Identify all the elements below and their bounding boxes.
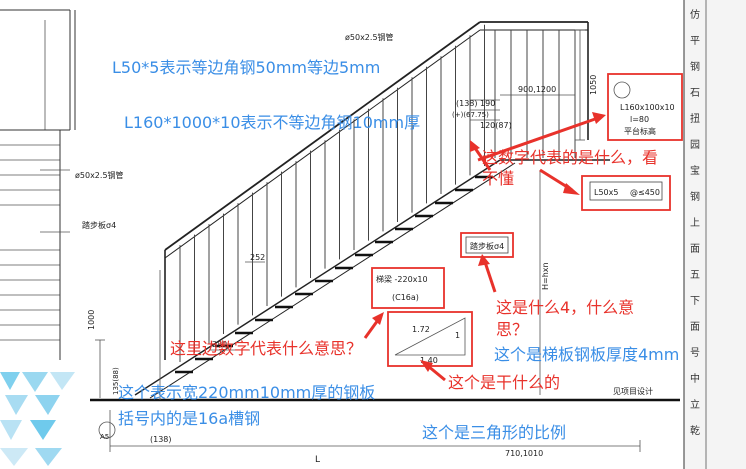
- dim-138: (138): [150, 435, 172, 444]
- annotation-channel: 括号内的是16a槽钢: [118, 409, 260, 428]
- question-beam-numbers: 这里边数字代表什么意思？: [170, 339, 362, 358]
- dim-280: 280: [212, 340, 227, 349]
- angle-steel-line3: 平台标高: [624, 126, 656, 136]
- watermark-logo: [0, 372, 75, 466]
- small-angle-right: @≤450: [630, 188, 660, 197]
- dim-1000: 1000: [87, 310, 96, 330]
- angle-steel-line2: l=80: [630, 115, 649, 124]
- triangle-h: 1.40: [420, 356, 438, 365]
- stair-treads: [175, 175, 493, 374]
- dim-hxn: H=hxn: [541, 262, 550, 290]
- strip-char: 立: [690, 398, 700, 411]
- question-triangle: 这个是干什么的: [448, 373, 560, 392]
- label-pipe-left: ø50x2.5钢管: [75, 170, 124, 180]
- strip-char: 宝: [690, 164, 700, 177]
- ref-circle: [98, 421, 116, 439]
- dim-L: L: [315, 455, 320, 465]
- dim-bottom: 710,1010: [505, 449, 543, 458]
- tread-label: 踏步板σ4: [470, 241, 504, 251]
- red-arrows: [363, 112, 606, 382]
- annotation-l160: L160*1000*10表示不等边角钢10mm厚: [124, 113, 420, 132]
- strip-char: 上: [690, 217, 700, 229]
- strip-char: 五: [690, 270, 700, 281]
- annotation-plate: 这个表示宽220mm10mm厚的钢板: [118, 383, 375, 402]
- dim-252: 252: [250, 253, 265, 262]
- label-tread-left: 踏步板σ4: [82, 220, 116, 230]
- annotation-tread-thickness: 这个是梯板钢板厚度4mm: [494, 345, 679, 364]
- dim-bottom-left: 135(88): [112, 367, 120, 395]
- strip-char: 面: [690, 244, 700, 255]
- strip-char: 园: [690, 139, 700, 151]
- question-number-2: 不懂: [482, 169, 514, 188]
- beam-line2: (C16a): [392, 293, 419, 302]
- dim-plus: (+)(67.75): [452, 111, 489, 119]
- beam-line1: 梯梁 -220x10: [376, 274, 428, 284]
- tread-highlight: [460, 232, 514, 258]
- triangle-v: 1.72: [412, 325, 430, 334]
- right-strip: [684, 0, 746, 469]
- dim-1050: 1050: [589, 75, 598, 95]
- strip-char: 钢: [690, 190, 700, 203]
- dim-138-190: (138) 190: [456, 99, 495, 108]
- dimension-lines: [90, 29, 680, 452]
- angle-steel-highlight: [607, 73, 683, 141]
- label-pipe-top: ø50x2.5钢管: [345, 32, 394, 42]
- strip-char: 面: [690, 322, 700, 333]
- annotation-triangle: 这个是三角形的比例: [422, 423, 566, 442]
- small-angle-left: L50x5: [594, 188, 618, 197]
- strip-char: 平: [690, 36, 700, 47]
- triangle-one: 1: [455, 331, 460, 340]
- angle-steel-line1: L160x100x10: [620, 103, 675, 112]
- dim-120-87: 120(87): [480, 121, 512, 130]
- strip-char: 扭: [690, 112, 700, 125]
- strip-char: 下: [690, 296, 700, 307]
- strip-char: 号: [690, 347, 700, 359]
- strip-char: 乾: [690, 424, 700, 437]
- small-angle-highlight: [581, 175, 671, 211]
- strip-char: 石: [690, 88, 700, 99]
- ref-note: 见项目设计: [613, 386, 653, 396]
- strip-char: 仿: [690, 8, 700, 21]
- question-four-2: 思？: [496, 320, 528, 339]
- question-four: 这是什么4，什么意: [496, 298, 634, 317]
- question-number: 这数字代表的是什么，看: [482, 148, 658, 167]
- beam-highlight: [371, 267, 445, 309]
- left-structure: [0, 9, 76, 360]
- strip-char: 钢: [690, 60, 700, 73]
- strip-char: 中: [690, 372, 700, 385]
- ref-a5: A5: [100, 433, 109, 441]
- dim-900-1200: 900,1200: [518, 85, 556, 94]
- balusters: [179, 24, 576, 363]
- annotation-l50: L50*5表示等边角钢50mm等边5mm: [112, 58, 380, 77]
